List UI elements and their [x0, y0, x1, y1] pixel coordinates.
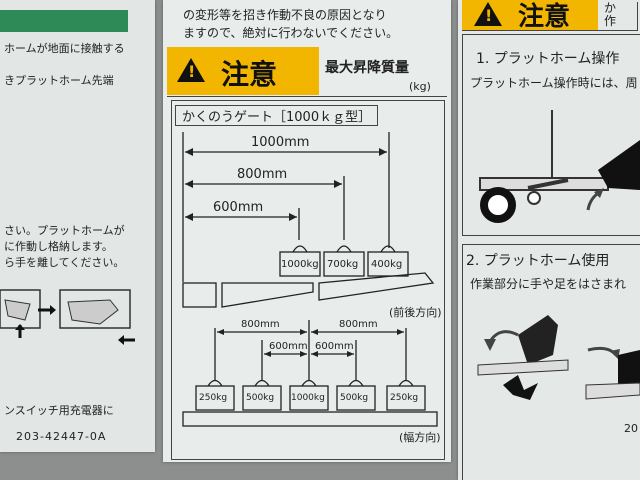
platform-operation-illustration — [479, 110, 640, 223]
weight-label: 250kg — [390, 393, 419, 403]
dim-label: 600mm — [269, 341, 308, 352]
left-text-line: ンスイッチ用充電器に — [4, 404, 114, 417]
dim-label: 1000mm — [251, 135, 310, 150]
divider — [167, 96, 447, 97]
dim-label: 600mm — [315, 341, 354, 352]
dim-label: 800mm — [339, 319, 378, 330]
pinch-hazard-illustration — [477, 315, 640, 400]
left-text-line: に作動し格納します。 — [4, 240, 113, 253]
model-label: かくのうゲート［1000ｋｇ型］ — [175, 105, 379, 126]
caution-title: 注意 — [221, 58, 278, 91]
left-text-line: さい。プラットホームが — [4, 224, 125, 237]
section-box — [462, 34, 640, 236]
side-text: か作 — [604, 1, 617, 28]
section-text: 作業部分に手や足をはさまれ — [470, 277, 627, 291]
right-instruction-plate: 注意 か作 1. プラットホーム操作 プラットホーム操作時には、周 2. プラッ… — [458, 0, 640, 480]
section-text: プラットホーム操作時には、周 — [470, 76, 638, 90]
capacity-title: 最大昇降質量 — [325, 60, 409, 76]
dim-label: 800mm — [237, 167, 288, 182]
left-instruction-plate: ホームが地面に接触する きプラットホーム先端 さい。プラットホームが に作動し格… — [0, 0, 155, 452]
left-text-line: ら手を離してください。 — [4, 256, 125, 269]
left-text-line: きプラットホーム先端 — [4, 74, 114, 87]
warning-icon — [177, 58, 205, 82]
notice-text: の変形等を招き作動不良の原因となり — [183, 8, 387, 22]
caution-banner: 注意 — [167, 47, 319, 95]
caution-banner: 注意 — [462, 0, 598, 32]
dim-label: 600mm — [213, 200, 264, 215]
capacity-unit: (kg) — [409, 80, 431, 93]
direction-label: (前後方向) — [389, 306, 442, 319]
green-header-band — [0, 10, 128, 32]
mechanism-illustration — [0, 289, 135, 345]
section-box — [462, 244, 640, 480]
load-diagram — [182, 132, 438, 427]
weight-label: 250kg — [199, 393, 228, 403]
weight-label: 400kg — [371, 259, 403, 270]
weight-label: 1000kg — [291, 393, 325, 403]
weight-label: 500kg — [340, 393, 369, 403]
diagram-frame — [171, 100, 445, 460]
code-text: 20 — [624, 422, 638, 435]
part-number: 203-42447-0A — [16, 430, 107, 443]
weight-label: 500kg — [246, 393, 275, 403]
left-text-line: ホームが地面に接触する — [4, 42, 125, 55]
dim-label: 800mm — [241, 319, 280, 330]
section-heading: 2. プラットホーム使用 — [466, 253, 610, 269]
weight-label: 700kg — [327, 259, 359, 270]
notice-text: ますので、絶対に行わないでください。 — [183, 26, 399, 40]
weight-label: 1000kg — [281, 259, 319, 270]
capacity-label-plate: の変形等を招き作動不良の原因となり ますので、絶対に行わないでください。 注意 … — [163, 0, 451, 462]
caution-title: 注意 — [518, 2, 571, 32]
warning-icon — [474, 2, 502, 26]
direction-label: (幅方向) — [399, 431, 441, 444]
section-heading: 1. プラットホーム操作 — [476, 51, 620, 67]
